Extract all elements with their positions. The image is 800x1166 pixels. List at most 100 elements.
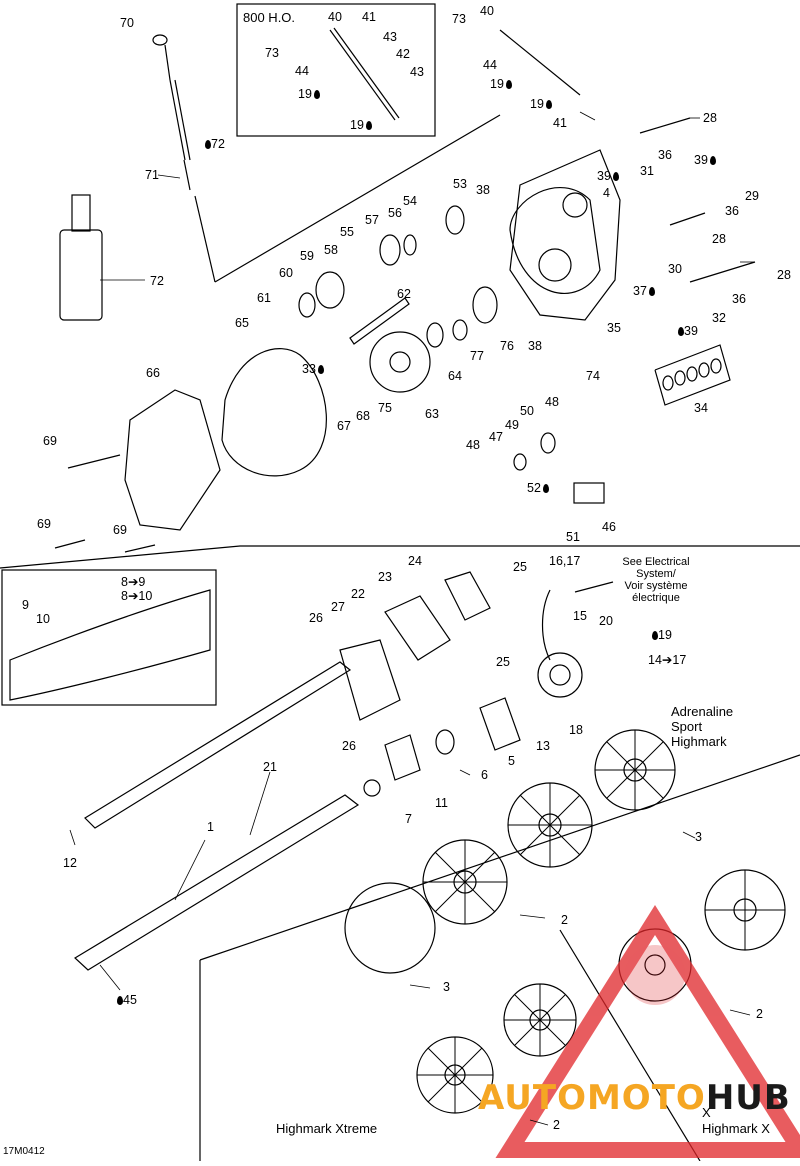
callout-68: 68	[356, 409, 370, 423]
callout-41: 41	[553, 116, 567, 130]
callout-72: 72	[150, 274, 164, 288]
callout-16-17: 16,17	[549, 554, 581, 568]
variant-xtreme-label: Highmark Xtreme	[276, 1121, 378, 1136]
callout-56: 56	[388, 206, 402, 220]
callout-23: 23	[378, 570, 392, 584]
track-inset-box	[1, 569, 217, 706]
callout-35: 35	[607, 321, 621, 335]
callout-22: 22	[351, 587, 365, 601]
callout-51: 51	[566, 530, 580, 544]
callout-8-10: 8➔10	[121, 589, 153, 603]
callout-77: 77	[470, 349, 484, 363]
ho-inset-box	[236, 3, 436, 137]
inset-title: 800 H.O.	[243, 10, 296, 25]
callout-43: 43	[410, 65, 424, 79]
callout-71: 71	[145, 168, 159, 182]
lower-drive-axle	[74, 794, 360, 971]
callout-64: 64	[448, 369, 462, 383]
callout-7: 7	[405, 812, 412, 826]
callout-3: 3	[443, 980, 450, 994]
callout-26: 26	[342, 739, 356, 753]
callout-14-17: 14➔17	[648, 653, 687, 667]
callout-67: 67	[337, 419, 351, 433]
callout-8-9: 8➔9	[121, 575, 146, 589]
callout-66: 66	[146, 366, 160, 380]
callout-30: 30	[668, 262, 682, 276]
callout-1: 1	[207, 820, 214, 834]
track-section	[9, 589, 211, 701]
drive-chain	[349, 297, 410, 345]
callout-43: 43	[383, 30, 397, 44]
idler-wheel-3	[344, 882, 436, 974]
callout-4: 4	[603, 186, 610, 200]
callout-53: 53	[453, 177, 467, 191]
callout-37: 37	[633, 284, 655, 298]
callout-36: 36	[725, 204, 739, 218]
callout-59: 59	[300, 249, 314, 263]
chaincase-cover	[124, 389, 221, 531]
callout-75: 75	[378, 401, 392, 415]
callout-19: 19	[650, 628, 672, 642]
callout-6: 6	[481, 768, 488, 782]
callout-58: 58	[324, 243, 338, 257]
callout-70: 70	[120, 16, 134, 30]
callout-76: 76	[500, 339, 514, 353]
variant-x-short-label: X	[702, 1105, 711, 1120]
callout-63: 63	[425, 407, 439, 421]
callout-40: 40	[328, 10, 342, 24]
callout-57: 57	[365, 213, 379, 227]
callout-48: 48	[466, 438, 480, 452]
callout-2: 2	[756, 1007, 763, 1021]
callout-5: 5	[508, 754, 515, 768]
callout-38: 38	[528, 339, 542, 353]
callout-52: 52	[527, 481, 549, 495]
callout-12: 12	[63, 856, 77, 870]
callout-27: 27	[331, 600, 345, 614]
callout-28: 28	[712, 232, 726, 246]
callout-42: 42	[396, 47, 410, 61]
callout-9: 9	[22, 598, 29, 612]
oil-bottle	[59, 229, 103, 321]
callout-26: 26	[309, 611, 323, 625]
callout-20: 20	[599, 614, 613, 628]
chaincase-housing	[509, 149, 621, 321]
callout-15: 15	[573, 609, 587, 623]
callout-32: 32	[712, 311, 726, 325]
watermark-text: AUTOMOTOHUB	[478, 1078, 791, 1118]
callout-28: 28	[777, 268, 791, 282]
callout-11: 11	[435, 796, 448, 810]
callout-24: 24	[408, 554, 422, 568]
callout-31: 31	[640, 164, 654, 178]
callout-21: 21	[263, 760, 277, 774]
callout-10: 10	[36, 612, 50, 626]
callout-40: 40	[480, 4, 494, 18]
callout-2: 2	[553, 1118, 560, 1132]
trigger-wheel	[537, 652, 583, 698]
upper-drive-shaft	[84, 661, 352, 829]
callout-50: 50	[520, 404, 534, 418]
callout-73: 73	[265, 46, 279, 60]
variant-x-label: Highmark X	[702, 1121, 770, 1136]
callout-55: 55	[340, 225, 354, 239]
callout-19: 19	[298, 87, 320, 101]
callout-39: 39	[694, 153, 716, 167]
callout-44: 44	[483, 58, 497, 72]
callout-36: 36	[732, 292, 746, 306]
callout-33: 33	[302, 362, 324, 376]
figure-code: 17M0412	[3, 1146, 45, 1157]
callout-3: 3	[695, 830, 702, 844]
callout-39: 39	[597, 169, 619, 183]
callout-28: 28	[703, 111, 717, 125]
callout-41: 41	[362, 10, 376, 24]
callout-38: 38	[476, 183, 490, 197]
callout-69: 69	[37, 517, 51, 531]
callout-18: 18	[569, 723, 583, 737]
callout-54: 54	[403, 194, 417, 208]
callout-49: 49	[505, 418, 519, 432]
callout-44: 44	[295, 64, 309, 78]
callout-72: 72	[203, 137, 225, 151]
